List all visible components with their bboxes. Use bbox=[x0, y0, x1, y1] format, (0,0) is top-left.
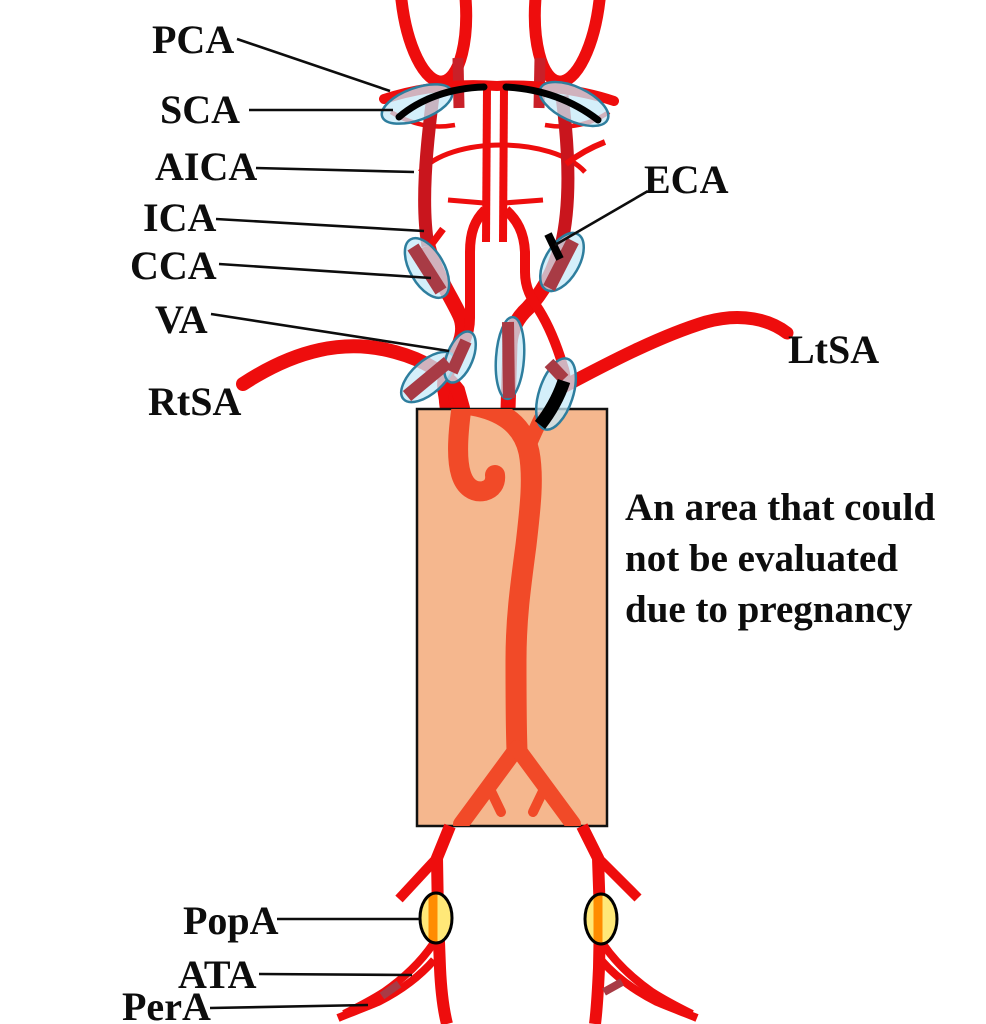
mca-loop-left bbox=[393, 0, 473, 88]
occlusion-pca-right bbox=[502, 83, 602, 124]
leader-ata bbox=[258, 972, 413, 977]
pera-left-path bbox=[336, 957, 438, 1022]
leader-pera bbox=[209, 1003, 369, 1010]
stenosis-va-left bbox=[446, 338, 472, 375]
ascending-aorta-hook bbox=[448, 409, 506, 502]
popa-label: PopA bbox=[183, 898, 279, 943]
ata-label: ATA bbox=[178, 952, 257, 997]
occlusion-ltsa bbox=[534, 378, 571, 430]
stenosis-ica-right bbox=[543, 238, 579, 291]
occlusion-pca-left bbox=[395, 83, 488, 121]
eca-left-stub bbox=[428, 226, 446, 248]
stenosis-ltsa-top bbox=[544, 358, 569, 384]
occlusion-segments bbox=[395, 83, 602, 430]
internal-iliac-left bbox=[484, 782, 506, 817]
internal-iliac-right bbox=[528, 782, 550, 817]
stenosis-tick-left-leg bbox=[379, 980, 402, 1000]
aica-label: AICA bbox=[155, 144, 257, 189]
occlusion-eca-tick bbox=[544, 232, 564, 261]
stenosis-cca-origin bbox=[502, 321, 515, 399]
leader-va bbox=[210, 312, 450, 353]
leader-lines bbox=[209, 37, 649, 1010]
leader-cca bbox=[218, 262, 432, 280]
leader-ica bbox=[215, 217, 425, 233]
eca-label: ECA bbox=[644, 157, 729, 202]
eca-branch-stub bbox=[564, 139, 607, 167]
pontine-branch-left bbox=[447, 197, 485, 206]
popa-marker-right-outline bbox=[583, 892, 619, 946]
aorta-group bbox=[448, 409, 581, 826]
profunda-right bbox=[594, 854, 642, 902]
pera-label: PerA bbox=[122, 984, 211, 1024]
pera-right-path bbox=[597, 957, 699, 1022]
basilar-right-line bbox=[499, 87, 508, 243]
leader-eca bbox=[554, 189, 649, 247]
stenosis-rtsa bbox=[402, 356, 453, 402]
ltsa-path bbox=[556, 311, 794, 394]
annotation-line1: An area that could bbox=[625, 486, 936, 529]
popliteal-markers bbox=[418, 891, 619, 946]
leader-pca bbox=[236, 37, 391, 93]
ica-label: ICA bbox=[143, 195, 216, 240]
aortic-arch-descending bbox=[455, 409, 542, 761]
leader-aica bbox=[255, 166, 415, 174]
annotation-line2: not be evaluated bbox=[625, 537, 898, 580]
rtsa-label: RtSA bbox=[148, 379, 241, 424]
stenosis-ica-left bbox=[407, 243, 447, 295]
stenosis-tick-right-leg bbox=[602, 978, 624, 996]
pca-label: PCA bbox=[152, 17, 234, 62]
pontine-branch-right bbox=[503, 197, 544, 206]
va-label: VA bbox=[155, 297, 208, 342]
annotation-block: An area that could not be evaluated due … bbox=[625, 486, 936, 631]
profunda-left bbox=[395, 854, 441, 903]
cca-label: CCA bbox=[130, 243, 217, 288]
annotation-line3: due to pregnancy bbox=[625, 588, 913, 631]
stenosis-segments bbox=[402, 238, 579, 402]
sca-label: SCA bbox=[160, 87, 240, 132]
labels: PCA SCA AICA ICA CCA VA RtSA ECA LtSA Po… bbox=[122, 17, 879, 1024]
ltsa-label: LtSA bbox=[788, 327, 879, 372]
basilar-left-line bbox=[482, 87, 491, 243]
